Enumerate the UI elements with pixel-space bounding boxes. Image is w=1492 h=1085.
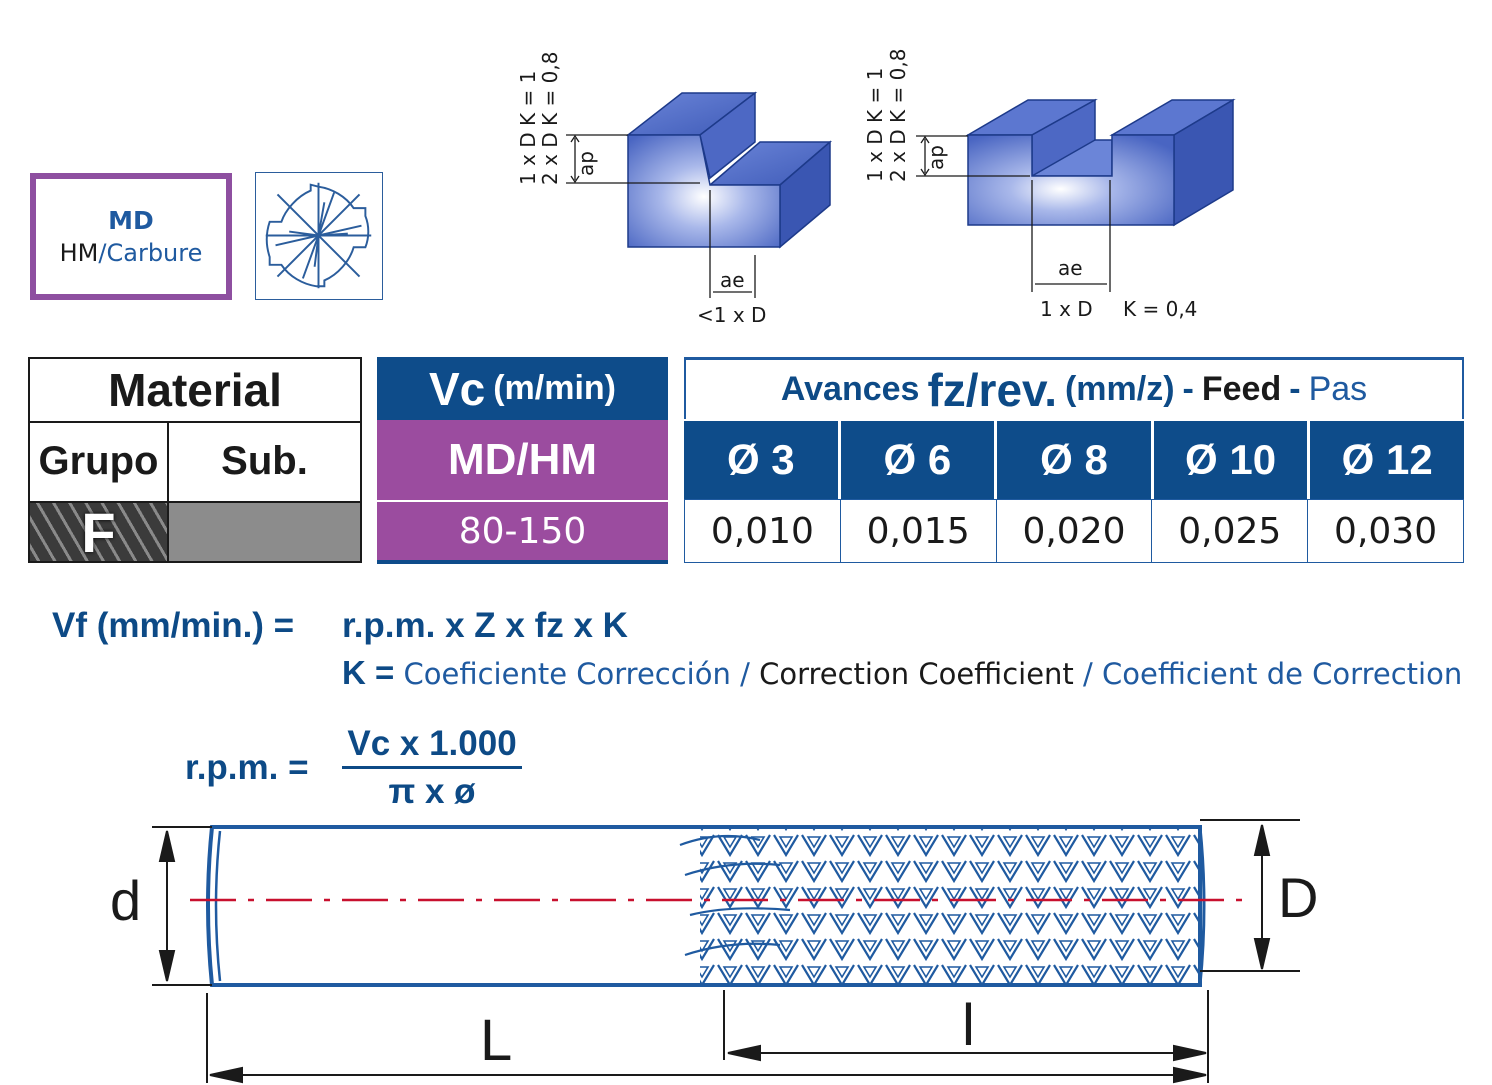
- feed-value-cell: 0,030: [1308, 499, 1464, 563]
- k-sep-1: /: [730, 657, 760, 691]
- diagram-left-ae: ae: [720, 268, 745, 292]
- group-cell: F: [30, 501, 169, 564]
- k-definition: K = Coeficiente Corrección / Correction …: [342, 654, 1462, 692]
- diagram-right-k: K = 0,4: [1123, 297, 1197, 321]
- tool-body: [206, 825, 1206, 987]
- vc-unit: (m/min): [493, 369, 617, 407]
- step-block-left: [625, 91, 833, 249]
- badge-material-hm: HM: [59, 238, 99, 267]
- endmill-section-icon: [255, 172, 383, 300]
- vc-range: 80-150: [377, 502, 668, 564]
- diameter-row: Ø 3 Ø 6 Ø 8 Ø 10 Ø 12: [684, 419, 1464, 499]
- col-sub: Sub.: [169, 421, 360, 503]
- feed-title-fr: Pas: [1308, 370, 1368, 408]
- feed-title-sep-2: -: [1289, 370, 1301, 408]
- feed-value-cell: 0,010: [684, 499, 841, 563]
- endmill-section-svg: [265, 182, 372, 289]
- col-grupo: Grupo: [30, 421, 169, 503]
- vc-tool: MD/HM: [377, 420, 668, 500]
- burr-tool-drawing: d D L l: [110, 819, 1318, 1084]
- diagram-right-k2: 2 x D K = 0,8: [886, 49, 910, 182]
- vc-header: Vc (m/min): [377, 357, 668, 420]
- k-sep-2: /: [1073, 657, 1103, 691]
- rpm-denominator: π x ø: [388, 772, 476, 811]
- feed-title-avances: Avances: [780, 370, 920, 408]
- feed-header: Avances fz/rev. (mm/z) - Feed - Pas: [684, 357, 1464, 419]
- feed-value-cell: 0,015: [840, 499, 997, 563]
- k-spanish: Coeficiente Corrección: [403, 657, 731, 691]
- k-label: K =: [342, 654, 395, 691]
- diameter-cell: Ø 3: [684, 419, 841, 499]
- diagram-left-k2: 2 x D K = 0,8: [538, 52, 562, 185]
- vc-table: Vc (m/min) MD/HM 80-150: [377, 357, 668, 564]
- dim-l-label: l: [962, 993, 975, 1058]
- sub-cell: [169, 503, 360, 561]
- dim-L-label: L: [480, 1008, 512, 1073]
- badge-material-carbure: Carbure: [106, 238, 203, 267]
- diagram-left-width: <1 x D: [697, 303, 766, 327]
- diagram-right-ap: ap: [924, 145, 948, 170]
- diameter-cell: Ø 12: [1310, 419, 1464, 499]
- vc-title: Vc: [428, 362, 486, 415]
- badge-material: HM/Carbure: [60, 237, 203, 269]
- slot-block-right: [965, 98, 1236, 227]
- slot-diagram-left: 1 x D K = 1 2 x D K = 0,8 ap ae <1 x D: [516, 52, 833, 327]
- feed-title-unit: (mm/z): [1064, 370, 1175, 408]
- rpm-numerator: Vc x 1.000: [342, 724, 522, 769]
- feed-value-row: 0,010 0,015 0,020 0,025 0,030: [684, 499, 1464, 563]
- k-french: Coefficient de Correction: [1102, 657, 1463, 691]
- material-badge: MD HM/Carbure: [30, 173, 232, 300]
- badge-code: MD: [108, 205, 154, 235]
- diagram-left-ap: ap: [574, 151, 598, 176]
- feed-value-cell: 0,025: [1152, 499, 1309, 563]
- group-value: F: [81, 500, 116, 564]
- material-title: Material: [30, 359, 360, 423]
- diameter-cell: Ø 8: [997, 419, 1154, 499]
- dim-d-label: d: [110, 869, 141, 932]
- badge-slash: /: [98, 238, 107, 267]
- slot-diagram-right: 1 x D K = 1 2 x D K = 0,8 ap ae 1 x D K …: [863, 49, 1236, 321]
- diagram-right-ae: ae: [1058, 256, 1083, 280]
- diagram-left-k1: 1 x D K = 1: [516, 71, 540, 185]
- knurled-cutting-area: [700, 827, 1200, 985]
- diameter-cell: Ø 10: [1153, 419, 1311, 499]
- feed-title-fz: fz/rev.: [927, 363, 1057, 416]
- feed-title-sep-1: -: [1182, 370, 1194, 408]
- dim-D-label: D: [1278, 866, 1318, 929]
- vf-formula-left: Vf (mm/min.) =: [52, 606, 295, 645]
- rpm-formula-left: r.p.m. =: [185, 748, 309, 787]
- k-english: Correction Coefficient: [759, 657, 1074, 691]
- diagram-right-k1: 1 x D K = 1: [863, 68, 887, 182]
- diameter-cell: Ø 6: [840, 419, 998, 499]
- diagram-right-width: 1 x D: [1040, 297, 1093, 321]
- feed-title-en: Feed: [1201, 370, 1282, 408]
- feed-table: Avances fz/rev. (mm/z) - Feed - Pas Ø 3 …: [684, 357, 1464, 563]
- material-table: Material Grupo Sub. F: [28, 357, 362, 564]
- vf-formula-right: r.p.m. x Z x fz x K: [342, 606, 628, 645]
- feed-value-cell: 0,020: [996, 499, 1153, 563]
